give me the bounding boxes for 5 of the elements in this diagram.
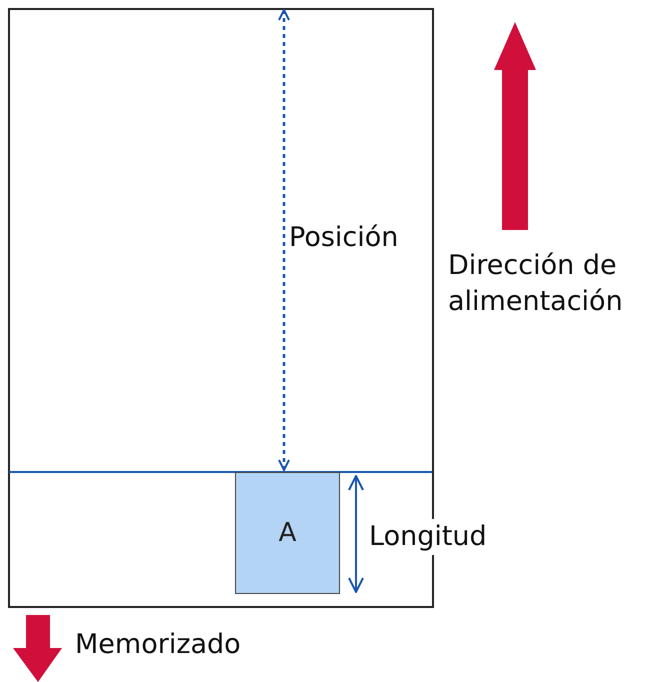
dimension-label: Longitud [369, 519, 487, 555]
direction-label: Memorizado [75, 628, 241, 662]
region-box [235, 472, 340, 594]
direction-label: Dirección de alimentación [448, 249, 624, 319]
region-label: A [278, 518, 296, 548]
